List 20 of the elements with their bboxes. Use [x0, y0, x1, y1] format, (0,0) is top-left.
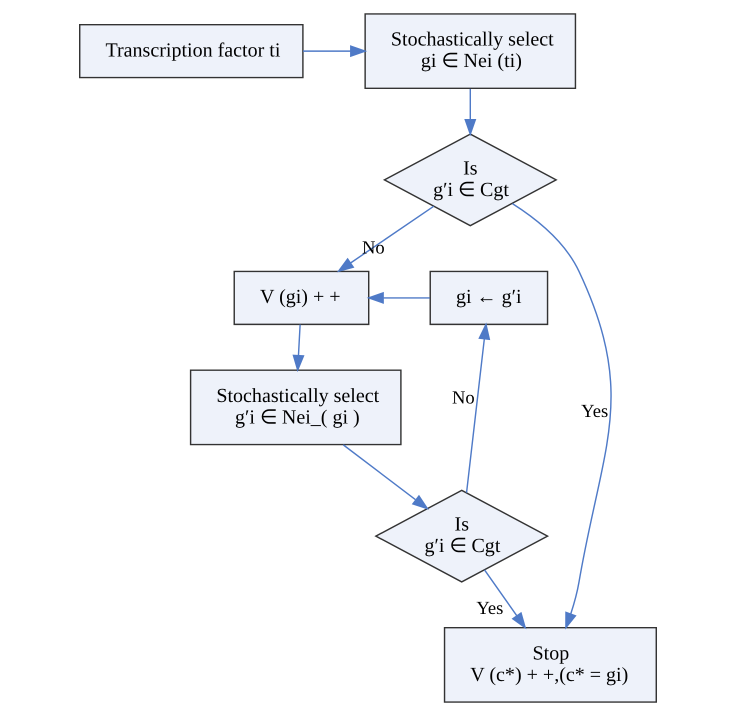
edge-label: Yes: [580, 400, 608, 422]
arrow: [464, 88, 476, 136]
arrow: [292, 324, 304, 372]
arrow: [366, 292, 430, 304]
arrow: [302, 45, 367, 58]
arrow: [342, 444, 429, 510]
edge-label: No: [451, 387, 474, 408]
node-box: V (gi) + +: [233, 270, 369, 326]
node-diamond: Is g′i ∈ Cgt: [382, 133, 558, 226]
node-box: Transcription factor ti: [78, 24, 304, 78]
node-box: Stochastically select gi ∈ Nei (ti): [364, 13, 576, 90]
node-box: Stochastically select g′i ∈ Nei_( gi ): [189, 369, 402, 446]
node-box: Stop V (c*) + +,(c* = gi): [443, 626, 656, 703]
edge-label: Yes: [476, 598, 503, 619]
arrow: [512, 203, 612, 630]
arrow: [483, 570, 526, 630]
node-box: gi ← g′i: [429, 270, 548, 326]
arrow: [336, 206, 434, 272]
arrow: [465, 322, 490, 493]
node-diamond: Is g′i ∈ Cgt: [374, 490, 549, 583]
